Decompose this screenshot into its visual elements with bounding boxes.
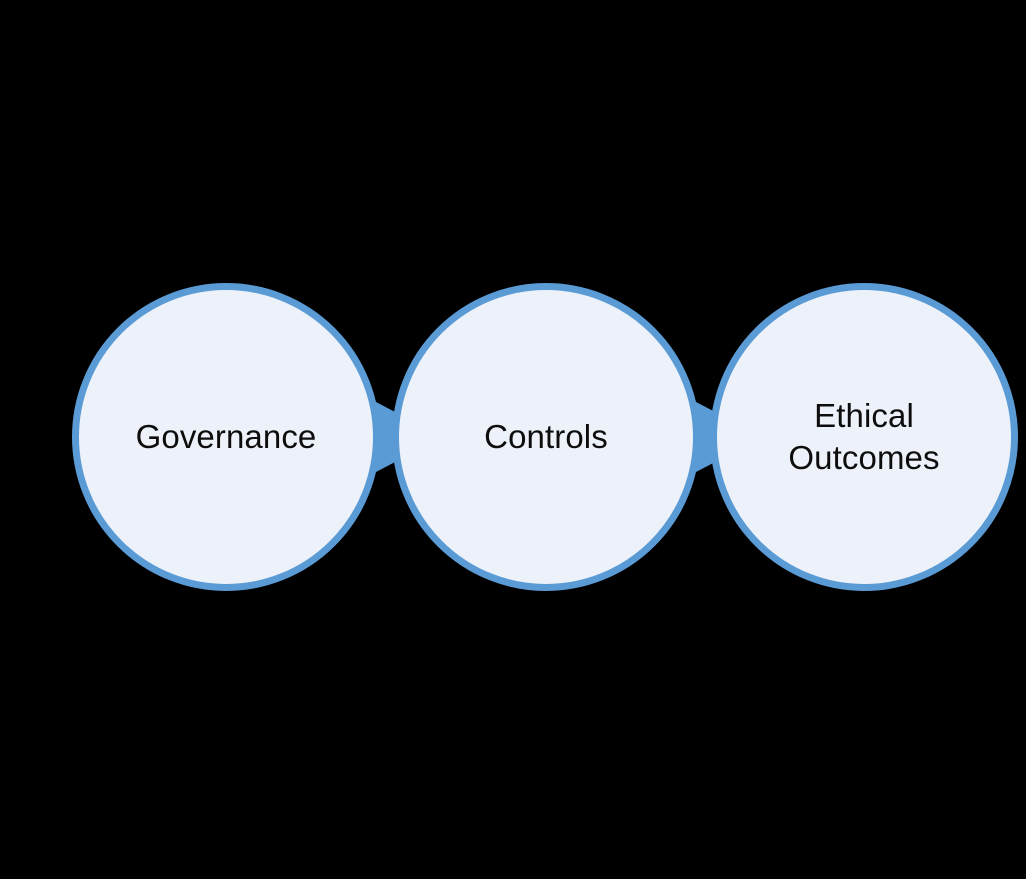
node-layer [72, 283, 1018, 591]
node-circle-ethical-outcomes[interactable] [710, 283, 1018, 591]
node-circle-controls[interactable] [392, 283, 700, 591]
node-circle-governance[interactable] [72, 283, 380, 591]
